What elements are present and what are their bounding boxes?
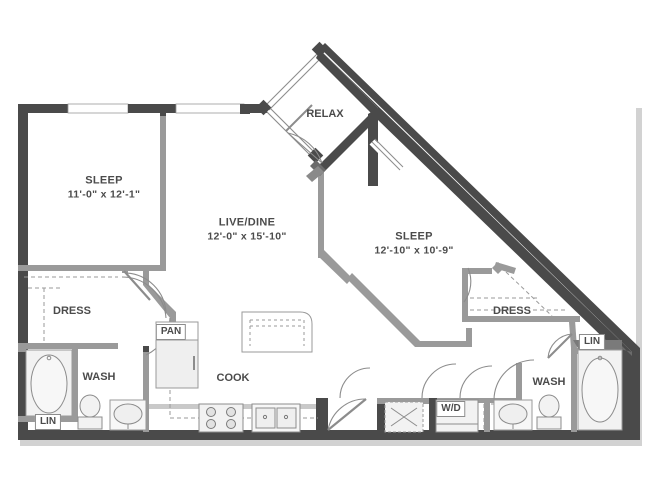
sleep2-partition-walls bbox=[306, 160, 472, 347]
kitchen-counter-outline bbox=[169, 390, 318, 419]
room-label-live-dine: LIVE/DINE 12'-0" x 15'-10" bbox=[207, 217, 286, 244]
room-dimensions: 11'-0" x 12'-1" bbox=[67, 188, 141, 201]
toilet-right bbox=[536, 394, 562, 430]
kitchen-double-sink bbox=[251, 403, 301, 433]
room-label-sleep-2: SLEEP 12'-10" x 10'-9" bbox=[374, 231, 453, 258]
vanity-sink-left bbox=[109, 399, 147, 431]
area-label-linen-right: LIN bbox=[578, 334, 606, 350]
closet-shelving-right bbox=[470, 271, 566, 317]
room-dimensions: 12'-10" x 10'-9" bbox=[374, 244, 454, 257]
plan-shadow bbox=[20, 108, 642, 446]
bathtub-right bbox=[577, 349, 623, 431]
closet-shelving-left bbox=[24, 276, 118, 345]
room-label-sleep-1: SLEEP 11'-0" x 12'-1" bbox=[68, 175, 141, 202]
vanity-sink-right bbox=[493, 399, 533, 431]
area-label-wash-left: WASH bbox=[82, 371, 116, 383]
area-label-dress-left: DRESS bbox=[53, 305, 91, 317]
toilet-left bbox=[77, 394, 103, 430]
room-name: SLEEP bbox=[395, 230, 433, 243]
room-name: SLEEP bbox=[85, 174, 123, 187]
area-label-relax: RELAX bbox=[306, 108, 344, 120]
area-label-pantry: PAN bbox=[155, 324, 187, 340]
area-label-cook: COOK bbox=[216, 372, 250, 384]
wall-caps bbox=[18, 104, 250, 440]
fixtures bbox=[24, 271, 623, 433]
water-heater bbox=[384, 401, 424, 433]
room-name: LIVE/DINE bbox=[218, 216, 276, 229]
area-label-linen-left: LIN bbox=[34, 414, 62, 430]
area-label-washer-dryer: W/D bbox=[436, 401, 466, 417]
room-dimensions: 12'-0" x 15'-10" bbox=[207, 230, 287, 243]
area-label-dress-right: DRESS bbox=[493, 305, 531, 317]
relax-balcony bbox=[255, 41, 378, 186]
kitchen-island bbox=[241, 311, 313, 353]
area-label-wash-right: WASH bbox=[532, 376, 566, 388]
bathtub-left bbox=[25, 349, 73, 417]
doors bbox=[121, 267, 573, 431]
kitchen-range bbox=[198, 403, 244, 433]
diagonal-window bbox=[369, 138, 404, 173]
refrigerator bbox=[155, 339, 199, 389]
